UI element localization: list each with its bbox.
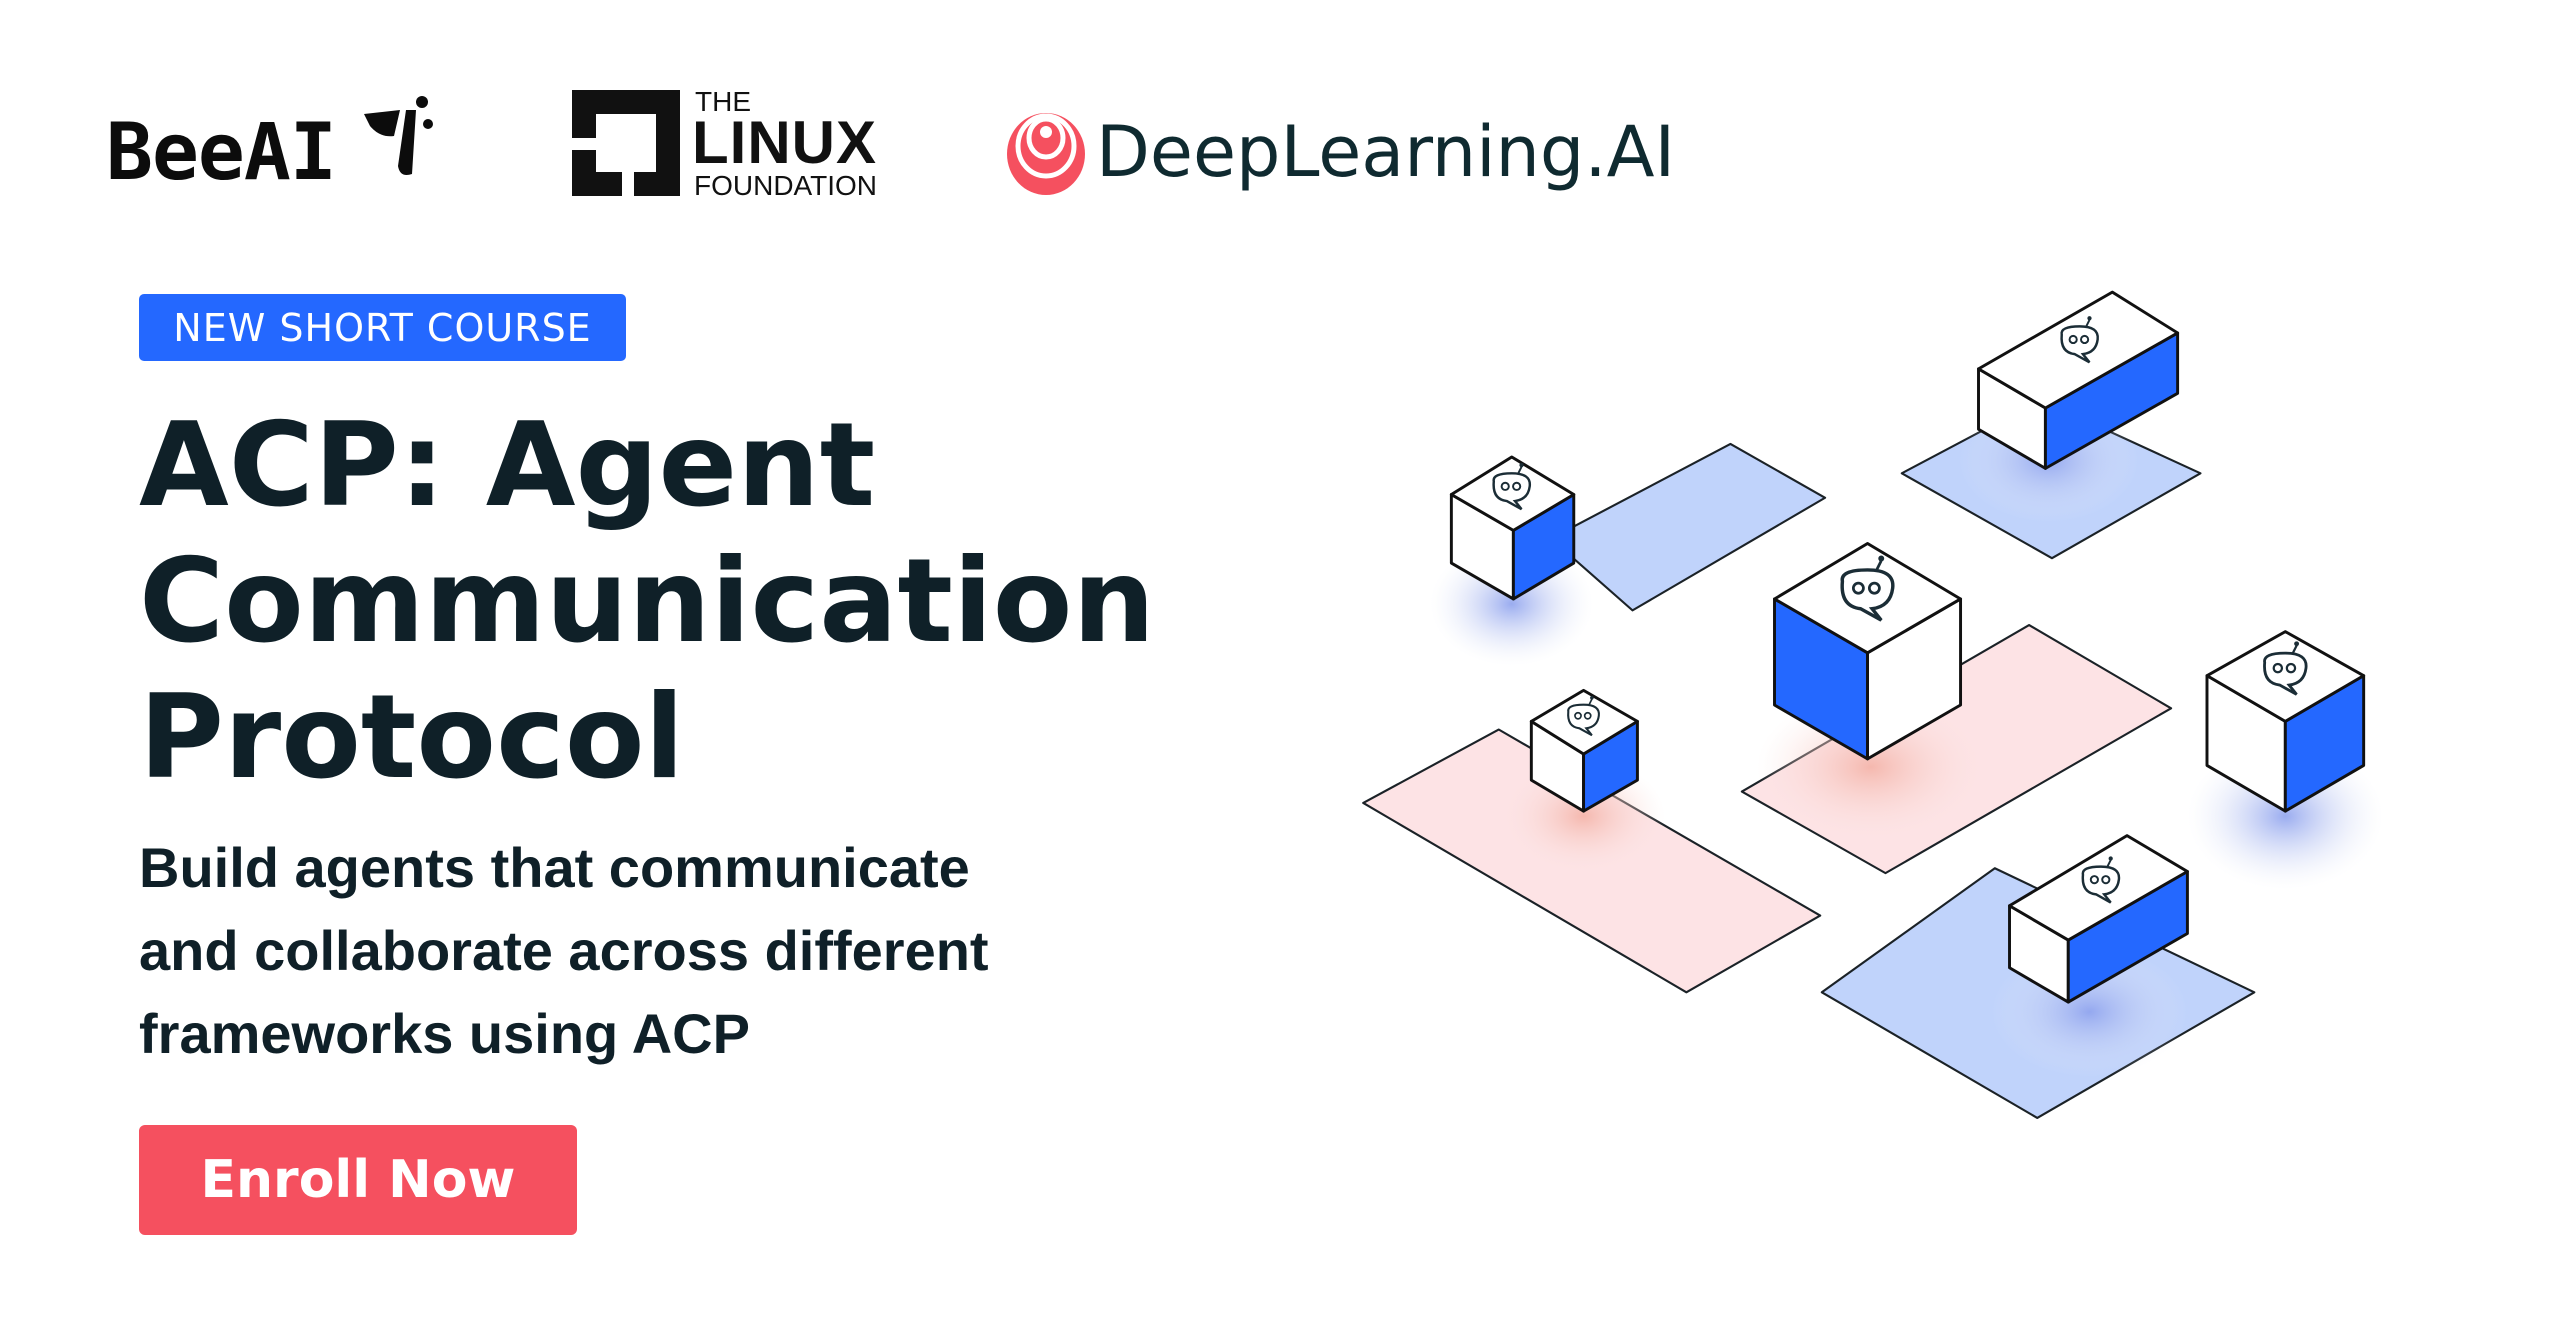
linux-foundation-foundation: FOUNDATION (694, 170, 878, 201)
subtitle-line: frameworks using ACP (139, 1002, 750, 1065)
subtitle-line: Build agents that communicate (139, 836, 970, 899)
agent-box (2205, 630, 2366, 813)
agent-box (1773, 541, 1963, 761)
bee-icon (364, 96, 433, 175)
deeplearning-icon (1007, 113, 1085, 195)
agent-box (1529, 688, 1639, 813)
title-line: Protocol (139, 670, 685, 805)
agent-box (1449, 455, 1576, 601)
title-line: ACP: Agent (139, 398, 876, 533)
title-line: Communication (139, 534, 1156, 669)
new-short-course-badge: NEW SHORT COURSE (139, 294, 626, 361)
agent-box (2008, 834, 2189, 1004)
deeplearning-logo-text: DeepLearning.AI (1096, 111, 1676, 193)
plane-blue (1549, 442, 1827, 612)
linux-foundation-icon (572, 90, 680, 196)
linux-foundation-the: THE (695, 86, 751, 117)
beeai-logo-text: BeeAI (106, 108, 337, 198)
page-title: ACP: Agent Communication Protocol (139, 398, 1339, 806)
enroll-now-button[interactable]: Enroll Now (139, 1125, 577, 1235)
agent-box (1977, 290, 2180, 470)
subtitle: Build agents that communicate and collab… (139, 826, 1339, 1075)
subtitle-line: and collaborate across different (139, 919, 989, 982)
linux-foundation-linux: LINUX (692, 109, 877, 176)
